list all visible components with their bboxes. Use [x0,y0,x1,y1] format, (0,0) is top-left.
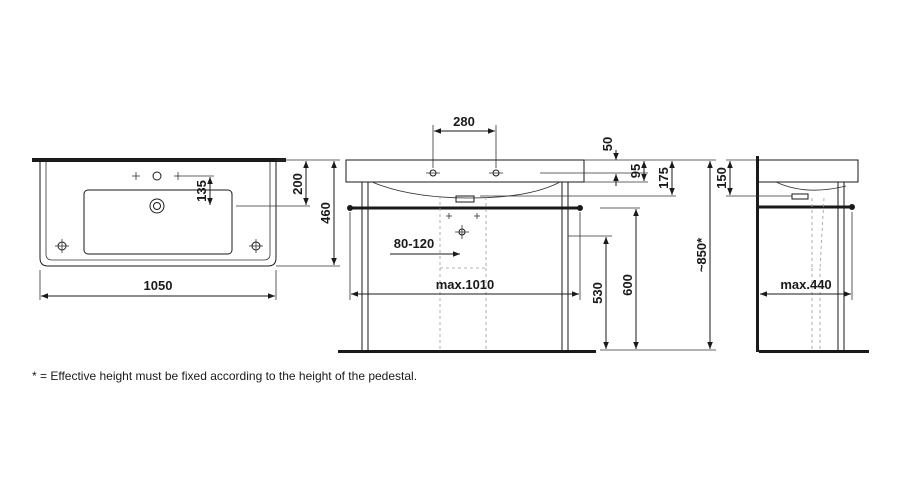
dim-top-width: 1050 [144,278,173,293]
dim-front-trap: 80-120 [394,236,434,251]
dim-front-530: 530 [590,282,605,304]
top-view-basin-outline [39,162,277,267]
footnote: * = Effective height must be fixed accor… [32,369,418,383]
front-view: 280 80-120 max.1010 [338,114,716,353]
dim-front-max-width: max.1010 [436,277,495,292]
side-view-pedestal-outline [811,197,825,350]
dim-side-150: 150 [714,167,729,189]
dim-top-tap-offset: 200 [290,173,305,195]
dim-front-rim: 50 [600,137,615,151]
side-view-wall [756,156,759,352]
fixing-point-right-icon [249,239,263,253]
dim-front-95: 95 [628,164,643,178]
top-view: 1050 460 200 135 [32,158,340,300]
drain-icon [149,198,165,214]
side-view: 150 max.440 [714,156,869,353]
dim-front-175: 175 [656,167,671,189]
trap-icon [446,213,480,239]
dim-top-bowl-offset: 135 [194,180,209,202]
dim-top-depth: 460 [318,202,333,224]
dim-front-600: 600 [620,274,635,296]
top-view-basin-inner-outline [45,162,271,261]
side-view-floor [759,350,869,353]
fixing-point-left-icon [55,239,69,253]
dim-side-max-depth: max.440 [780,277,831,292]
front-view-floor [338,350,596,353]
side-view-basin-outline [759,159,859,183]
tap-hole-icon [152,171,162,181]
tap-hole-right-icon [489,169,503,177]
tap-hole-left-icon [426,169,440,177]
front-view-bowl-curve [371,181,561,199]
top-view-countertop-edge [32,158,286,162]
dim-front-height: ~850* [694,237,709,272]
dim-front-tap-spacing: 280 [453,114,475,129]
front-view-basin-outline [345,159,585,183]
front-view-pedestal-outline [439,196,487,269]
top-view-bowl [83,189,233,255]
